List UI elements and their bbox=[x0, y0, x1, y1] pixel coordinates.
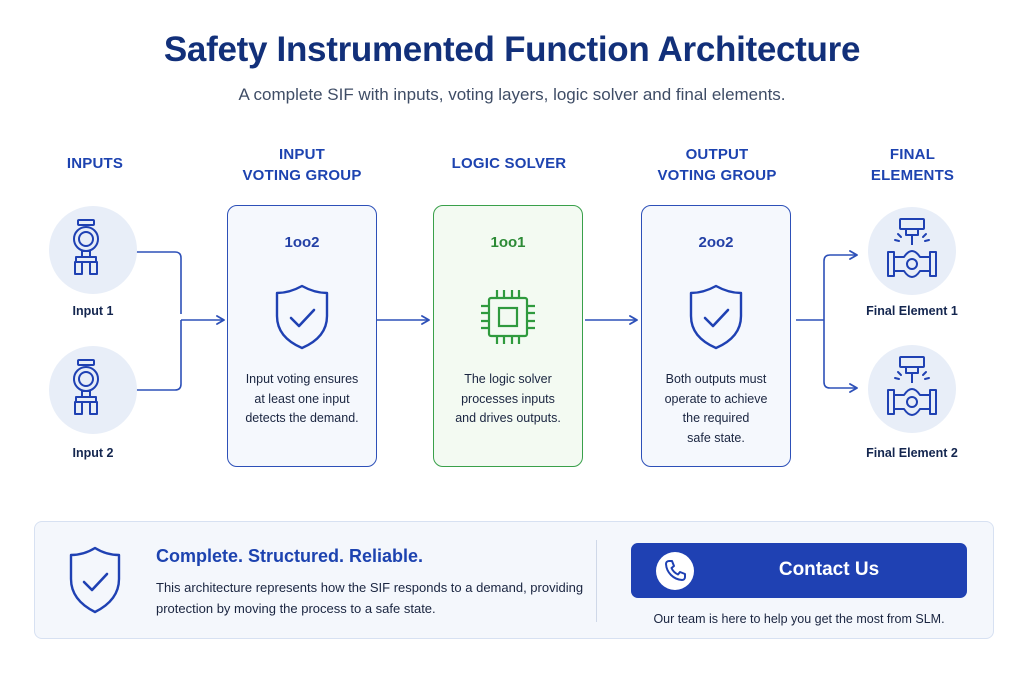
contact-us-label: Contact Us bbox=[778, 559, 880, 580]
shield-check-icon bbox=[275, 284, 329, 350]
contact-note: Our team is here to help you get the mos… bbox=[653, 612, 945, 626]
final-elements-header: FINAL ELEMENTS bbox=[850, 144, 975, 186]
output-voting-header: OUTPUT VOTING GROUP bbox=[632, 144, 802, 186]
output-voting-description: Both outputs must operate to achieve the… bbox=[664, 372, 768, 445]
phone-icon bbox=[656, 552, 694, 590]
final-elements-header-text: FINAL ELEMENTS bbox=[870, 146, 955, 184]
final-element-2-node bbox=[868, 345, 956, 433]
input-2-node bbox=[49, 346, 137, 434]
logic-solver-header: LOGIC SOLVER bbox=[451, 155, 567, 172]
contact-us-button[interactable]: Contact Us bbox=[631, 543, 967, 598]
input-voting-value: 1oo2 bbox=[284, 234, 320, 251]
banner-heading: Complete. Structured. Reliable. bbox=[156, 546, 424, 566]
connector-input2 bbox=[136, 320, 182, 391]
chip-icon bbox=[481, 290, 535, 344]
shield-check-icon bbox=[689, 284, 743, 350]
final-element-1-node bbox=[868, 207, 956, 295]
banner-divider bbox=[596, 540, 597, 622]
pressure-transmitter-icon bbox=[73, 359, 99, 415]
shield-check-icon bbox=[69, 546, 121, 614]
valve-icon bbox=[887, 356, 937, 416]
logic-solver-value: 1oo1 bbox=[490, 234, 526, 251]
output-voting-value: 2oo2 bbox=[698, 234, 734, 251]
output-voting-header-text: OUTPUT VOTING GROUP bbox=[657, 146, 777, 184]
info-banner: Complete. Structured. Reliable. This arc… bbox=[34, 521, 994, 639]
output-voting-box: 2oo2 Both outputs must operate to achiev… bbox=[641, 205, 791, 467]
page-title: Safety Instrumented Function Architectur… bbox=[163, 30, 861, 69]
banner-text: This architecture represents how the SIF… bbox=[156, 580, 584, 616]
logic-solver-description: The logic solver processes inputs and dr… bbox=[455, 372, 561, 425]
input-voting-description: Input voting ensures at least one input … bbox=[245, 372, 359, 425]
input-voting-box: 1oo2 Input voting ensures at least one i… bbox=[227, 205, 377, 467]
page-subtitle: A complete SIF with inputs, voting layer… bbox=[238, 85, 786, 104]
connector-input1 bbox=[136, 251, 182, 314]
input-voting-header-text: INPUT VOTING GROUP bbox=[242, 146, 362, 184]
valve-icon bbox=[887, 218, 937, 278]
logic-solver-box: 1oo1 The logic solver processes inputs a… bbox=[433, 205, 583, 467]
pressure-transmitter-icon bbox=[73, 219, 99, 275]
inputs-header: INPUTS bbox=[66, 155, 124, 172]
final-element-1-label: Final Element 1 bbox=[866, 304, 958, 318]
final-element-2-label: Final Element 2 bbox=[866, 446, 958, 460]
arrow-to-final-element-1 bbox=[823, 250, 858, 320]
input-1-label: Input 1 bbox=[72, 304, 114, 318]
input-2-label: Input 2 bbox=[72, 446, 114, 460]
input-1-node bbox=[49, 206, 137, 294]
arrow-to-final-element-2 bbox=[823, 320, 858, 393]
input-voting-header: INPUT VOTING GROUP bbox=[217, 144, 387, 186]
